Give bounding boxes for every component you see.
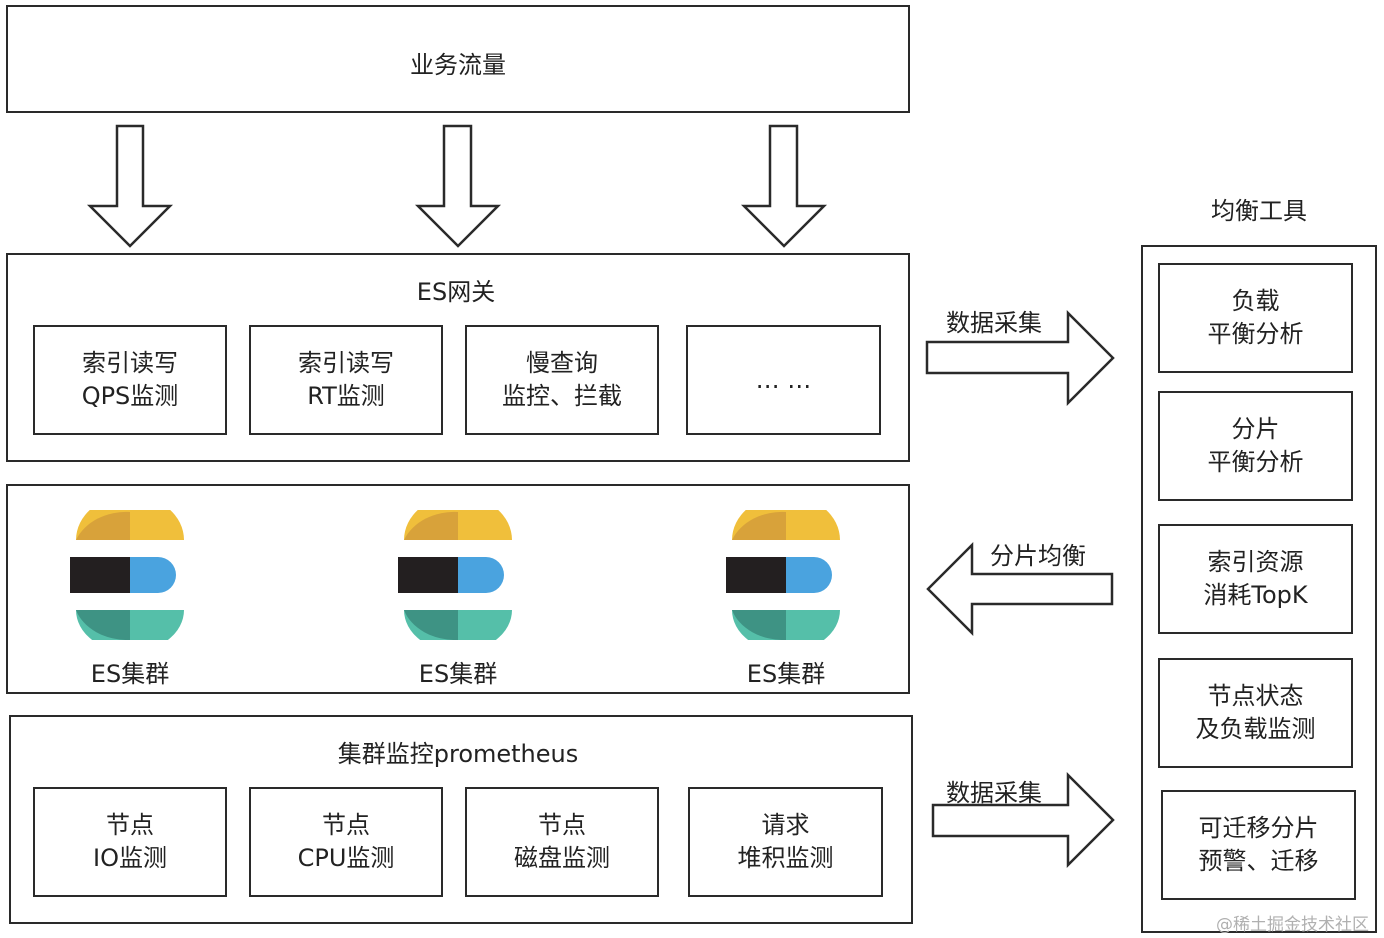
left-arrow-balance	[926, 541, 1114, 637]
business-traffic-title: 业务流量	[410, 51, 506, 79]
monitor-item-line1: 节点	[106, 811, 154, 839]
gateway-item-line2: QPS监测	[81, 382, 179, 410]
elasticsearch-logo-icon	[726, 510, 840, 640]
right-arrow-collect-bottom	[931, 771, 1115, 869]
monitor-item-line1: 节点	[538, 811, 586, 839]
tool-item-load-balance: 负载 平衡分析	[1158, 263, 1353, 373]
es-cluster-label: ES集群	[418, 660, 498, 688]
tool-item-line1: 节点状态	[1207, 682, 1304, 710]
tool-item-line2: 消耗TopK	[1203, 581, 1308, 609]
arrow-label-collect-bottom: 数据采集	[946, 779, 1042, 807]
monitor-item-line2: 磁盘监测	[514, 844, 610, 872]
tool-item-line1: 可迁移分片	[1198, 814, 1319, 842]
down-arrow-2	[414, 124, 502, 248]
monitor-item-line1: 请求	[761, 811, 810, 839]
tool-item-line2: 及负载监测	[1195, 715, 1316, 743]
gateway-item-qps: 索引读写 QPS监测	[33, 325, 227, 435]
monitor-item-line1: 节点	[322, 811, 370, 839]
down-arrow-3	[740, 124, 828, 248]
tool-item-shard-balance: 分片 平衡分析	[1158, 391, 1353, 501]
tool-item-shard-migration: 可迁移分片 预警、迁移	[1161, 790, 1356, 900]
tool-item-line1: 分片	[1231, 415, 1280, 443]
monitor-item-line2: CPU监测	[297, 844, 395, 872]
gateway-item-line1: 索引读写	[82, 349, 178, 377]
business-traffic-box	[6, 5, 910, 113]
monitor-item-disk: 节点 磁盘监测	[465, 787, 659, 897]
tool-item-line2: 预警、迁移	[1198, 847, 1319, 875]
monitor-item-io: 节点 IO监测	[33, 787, 227, 897]
gateway-item-line1: 慢查询	[526, 349, 598, 377]
tool-item-line1: 负载	[1231, 287, 1280, 315]
elasticsearch-logo-icon	[398, 510, 512, 640]
gateway-item-rt: 索引读写 RT监测	[249, 325, 443, 435]
es-cluster-label: ES集群	[90, 660, 170, 688]
gateway-item-more: … …	[686, 325, 881, 435]
tool-item-node-status: 节点状态 及负载监测	[1158, 658, 1353, 768]
tool-item-line2: 平衡分析	[1207, 448, 1304, 476]
arrow-label-balance: 分片均衡	[990, 542, 1086, 570]
monitor-item-line2: 堆积监测	[737, 844, 834, 872]
arrow-label-collect-top: 数据采集	[946, 309, 1042, 337]
gateway-item-line1: … …	[755, 365, 812, 394]
tool-item-index-topk: 索引资源 消耗TopK	[1158, 524, 1353, 634]
gateway-item-line2: 监控、拦截	[502, 382, 622, 410]
monitor-item-line2: IO监测	[93, 844, 167, 872]
tool-item-line2: 平衡分析	[1207, 320, 1304, 348]
tool-item-line1: 索引资源	[1207, 548, 1304, 576]
gateway-item-line1: 索引读写	[298, 349, 394, 377]
monitor-item-cpu: 节点 CPU监测	[249, 787, 443, 897]
down-arrow-1	[86, 124, 174, 248]
right-arrow-collect-top	[925, 309, 1115, 407]
gateway-item-line2: RT监测	[307, 382, 385, 410]
watermark: @稀土掘金技术社区	[1216, 915, 1369, 935]
elasticsearch-logo-icon	[70, 510, 184, 640]
es-cluster-label: ES集群	[746, 660, 826, 688]
monitor-title: 集群监控prometheus	[337, 740, 579, 768]
tools-title: 均衡工具	[1211, 197, 1307, 225]
gateway-title: ES网关	[416, 278, 496, 306]
gateway-item-slow-query: 慢查询 监控、拦截	[465, 325, 659, 435]
monitor-item-request: 请求 堆积监测	[688, 787, 883, 897]
